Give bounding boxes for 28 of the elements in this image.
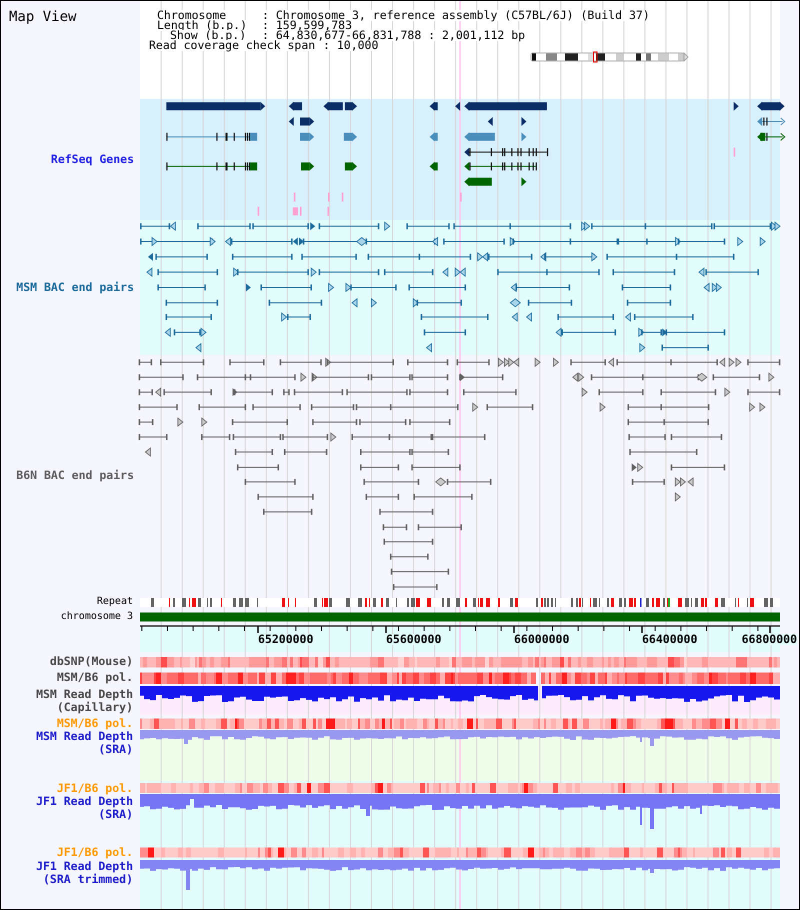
track-label: JF1/B6 pol. <box>56 782 133 794</box>
axis-tick-label: 66800000 <box>742 634 797 645</box>
axis-tick-label: 66400000 <box>642 634 698 645</box>
info-value: : 159,599,783 <box>262 20 352 31</box>
info-label: Chromosome <box>157 10 226 21</box>
track-label: MSM/B6 pol. <box>56 671 133 684</box>
info-value: : 64,830,677-66,831,788 : 2,001,112 bp <box>262 30 526 41</box>
info-value: : 10,000 <box>323 40 378 51</box>
track-label: JF1 Read Depth (SRA trimmed) <box>35 860 133 885</box>
axis-tick-label: 65200000 <box>258 634 314 645</box>
track-label: JF1 Read Depth (SRA) <box>35 795 133 820</box>
track-label: MSM BAC end pairs <box>16 281 134 294</box>
track-label: MSM Read Depth (Capillary) <box>35 688 133 713</box>
track-label: MSM Read Depth (SRA) <box>35 730 133 755</box>
track-label: Repeat <box>96 596 133 607</box>
info-label: Length (b.p.) <box>157 20 248 31</box>
track-label: B6N BAC end pairs <box>16 469 134 482</box>
track-label: JF1/B6 pol. <box>56 846 133 858</box>
axis-tick-label: 66000000 <box>514 634 570 645</box>
info-value: : Chromosome 3, reference assembly (C57BL/6J) (Build 37) <box>262 10 650 21</box>
info-label: Read coverage check span <box>149 40 316 51</box>
track-label: chromosome 3 <box>60 611 133 622</box>
info-label: Show (b.p.) <box>170 30 246 41</box>
page-title: Map View <box>9 9 76 26</box>
axis-tick-label: 65600000 <box>386 634 442 645</box>
track-label: RefSeq Genes <box>50 153 134 166</box>
track-label: MSM/B6 pol. <box>56 717 133 730</box>
track-label: dbSNP(Mouse) <box>50 655 133 668</box>
